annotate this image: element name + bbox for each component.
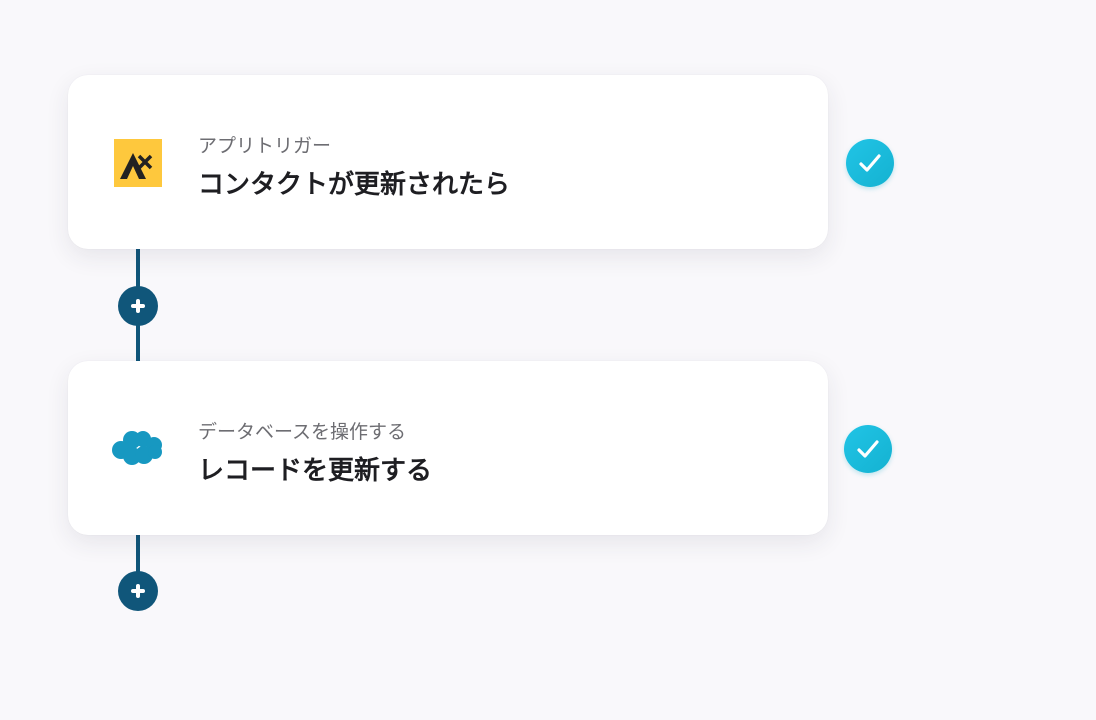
step-type-label: データベースを操作する: [198, 421, 407, 443]
check-icon: [846, 139, 894, 187]
step-type-label: アプリトリガー: [198, 135, 332, 157]
check-icon: [844, 425, 892, 473]
step-title: レコードを更新する: [198, 456, 433, 486]
add-step-button-2[interactable]: [118, 571, 158, 611]
salesforce-cloud-icon: [108, 423, 168, 475]
flow-connector-2: [136, 534, 140, 574]
yellow-app-logo-icon: [108, 137, 168, 189]
step-card-database[interactable]: データベースを操作する レコードを更新する: [68, 361, 828, 535]
add-step-button-1[interactable]: [118, 286, 158, 326]
step-card-trigger[interactable]: アプリトリガー コンタクトが更新されたら: [68, 75, 828, 249]
step-title: コンタクトが更新されたら: [198, 170, 511, 200]
